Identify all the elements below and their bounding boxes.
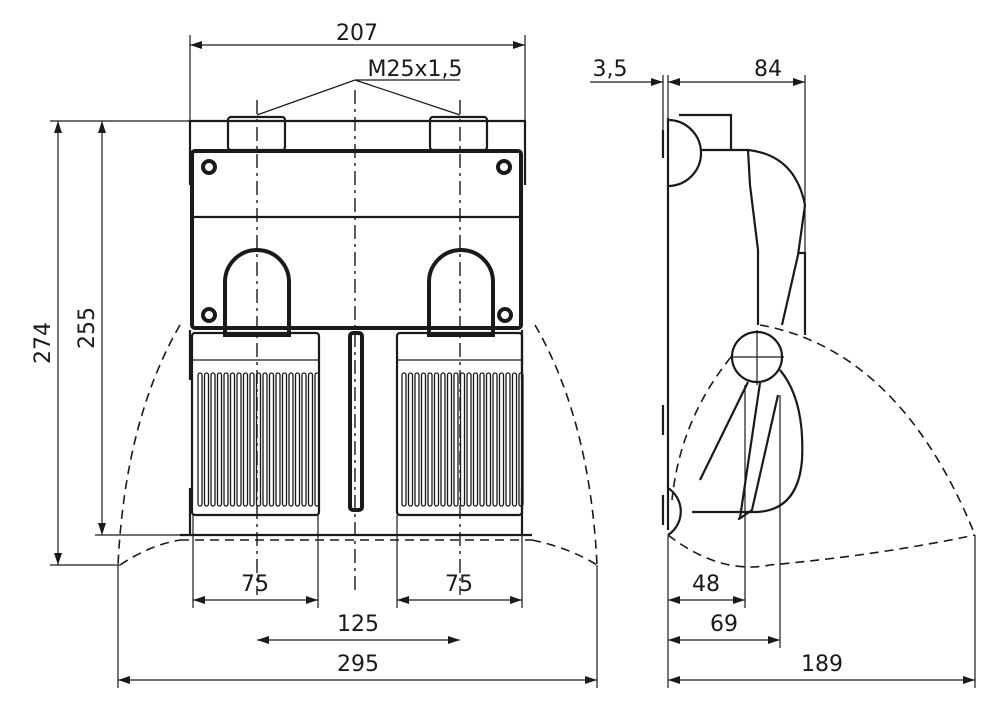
dim-189: 189 xyxy=(801,652,843,677)
grille-rib xyxy=(203,372,210,507)
dim-3-5: 3,5 xyxy=(593,57,628,82)
side-dimensions: 3,5 84 48 69 189 xyxy=(590,57,976,688)
grille-rib xyxy=(229,372,236,507)
grille-rib xyxy=(307,372,314,507)
handle-slot-right xyxy=(427,248,495,337)
grille-rib xyxy=(511,372,518,507)
top-frame xyxy=(188,119,527,185)
side-view xyxy=(661,113,976,568)
grille-rib xyxy=(420,372,427,507)
grille-rib xyxy=(314,372,320,507)
swing-arc-right xyxy=(534,324,598,566)
dim-207: 207 xyxy=(336,21,378,46)
grille-rib xyxy=(242,372,249,507)
grille-rib xyxy=(294,372,301,507)
swing-arc-left xyxy=(117,324,181,566)
grille-rib xyxy=(459,372,466,507)
grille-rib xyxy=(518,372,524,507)
dim-84: 84 xyxy=(754,57,782,82)
grille-right xyxy=(401,372,524,507)
grille-rib xyxy=(268,372,275,507)
front-dimensions: 207 M25x1,5 274 255 75 75 125 295 xyxy=(31,21,598,688)
dim-255: 255 xyxy=(75,307,100,349)
dim-295: 295 xyxy=(337,652,379,677)
handle-slot-left xyxy=(223,248,291,337)
grille-rib xyxy=(407,372,414,507)
swing-arc-side xyxy=(759,324,976,536)
front-view xyxy=(117,90,598,595)
dim-75-right: 75 xyxy=(445,572,473,597)
grille-rib xyxy=(472,372,479,507)
grille-rib xyxy=(433,372,440,507)
handle-right xyxy=(395,331,524,517)
grille-rib xyxy=(197,372,203,507)
dim-75-left: 75 xyxy=(241,572,269,597)
grille-rib xyxy=(492,372,498,507)
screw-icons xyxy=(201,159,513,323)
grille-rib xyxy=(401,372,407,507)
grille-rib xyxy=(236,372,242,507)
grille-rib xyxy=(288,372,294,507)
grille-rib xyxy=(440,372,446,507)
grille-rib xyxy=(262,372,268,507)
grille-rib xyxy=(446,372,453,507)
grille-rib xyxy=(255,372,262,507)
grille-rib xyxy=(281,372,288,507)
grille-rib xyxy=(414,372,420,507)
grille-rib xyxy=(210,372,216,507)
grille-rib xyxy=(216,372,223,507)
grille-rib xyxy=(505,372,511,507)
dim-69: 69 xyxy=(710,612,738,637)
grille-rib xyxy=(427,372,433,507)
dim-48: 48 xyxy=(692,572,720,597)
grille-rib xyxy=(485,372,492,507)
enclosure-body xyxy=(190,149,523,330)
grille-left xyxy=(197,372,320,507)
dim-274: 274 xyxy=(31,322,56,364)
grille-rib xyxy=(223,372,229,507)
center-bar xyxy=(348,331,364,512)
grille-rib xyxy=(466,372,472,507)
grille-rib xyxy=(275,372,281,507)
grille-rib xyxy=(301,372,307,507)
grille-rib xyxy=(453,372,459,507)
dim-thread: M25x1,5 xyxy=(368,57,463,82)
grille-rib xyxy=(498,372,505,507)
grille-rib xyxy=(479,372,485,507)
dim-125: 125 xyxy=(337,612,379,637)
grille-rib xyxy=(249,372,255,507)
